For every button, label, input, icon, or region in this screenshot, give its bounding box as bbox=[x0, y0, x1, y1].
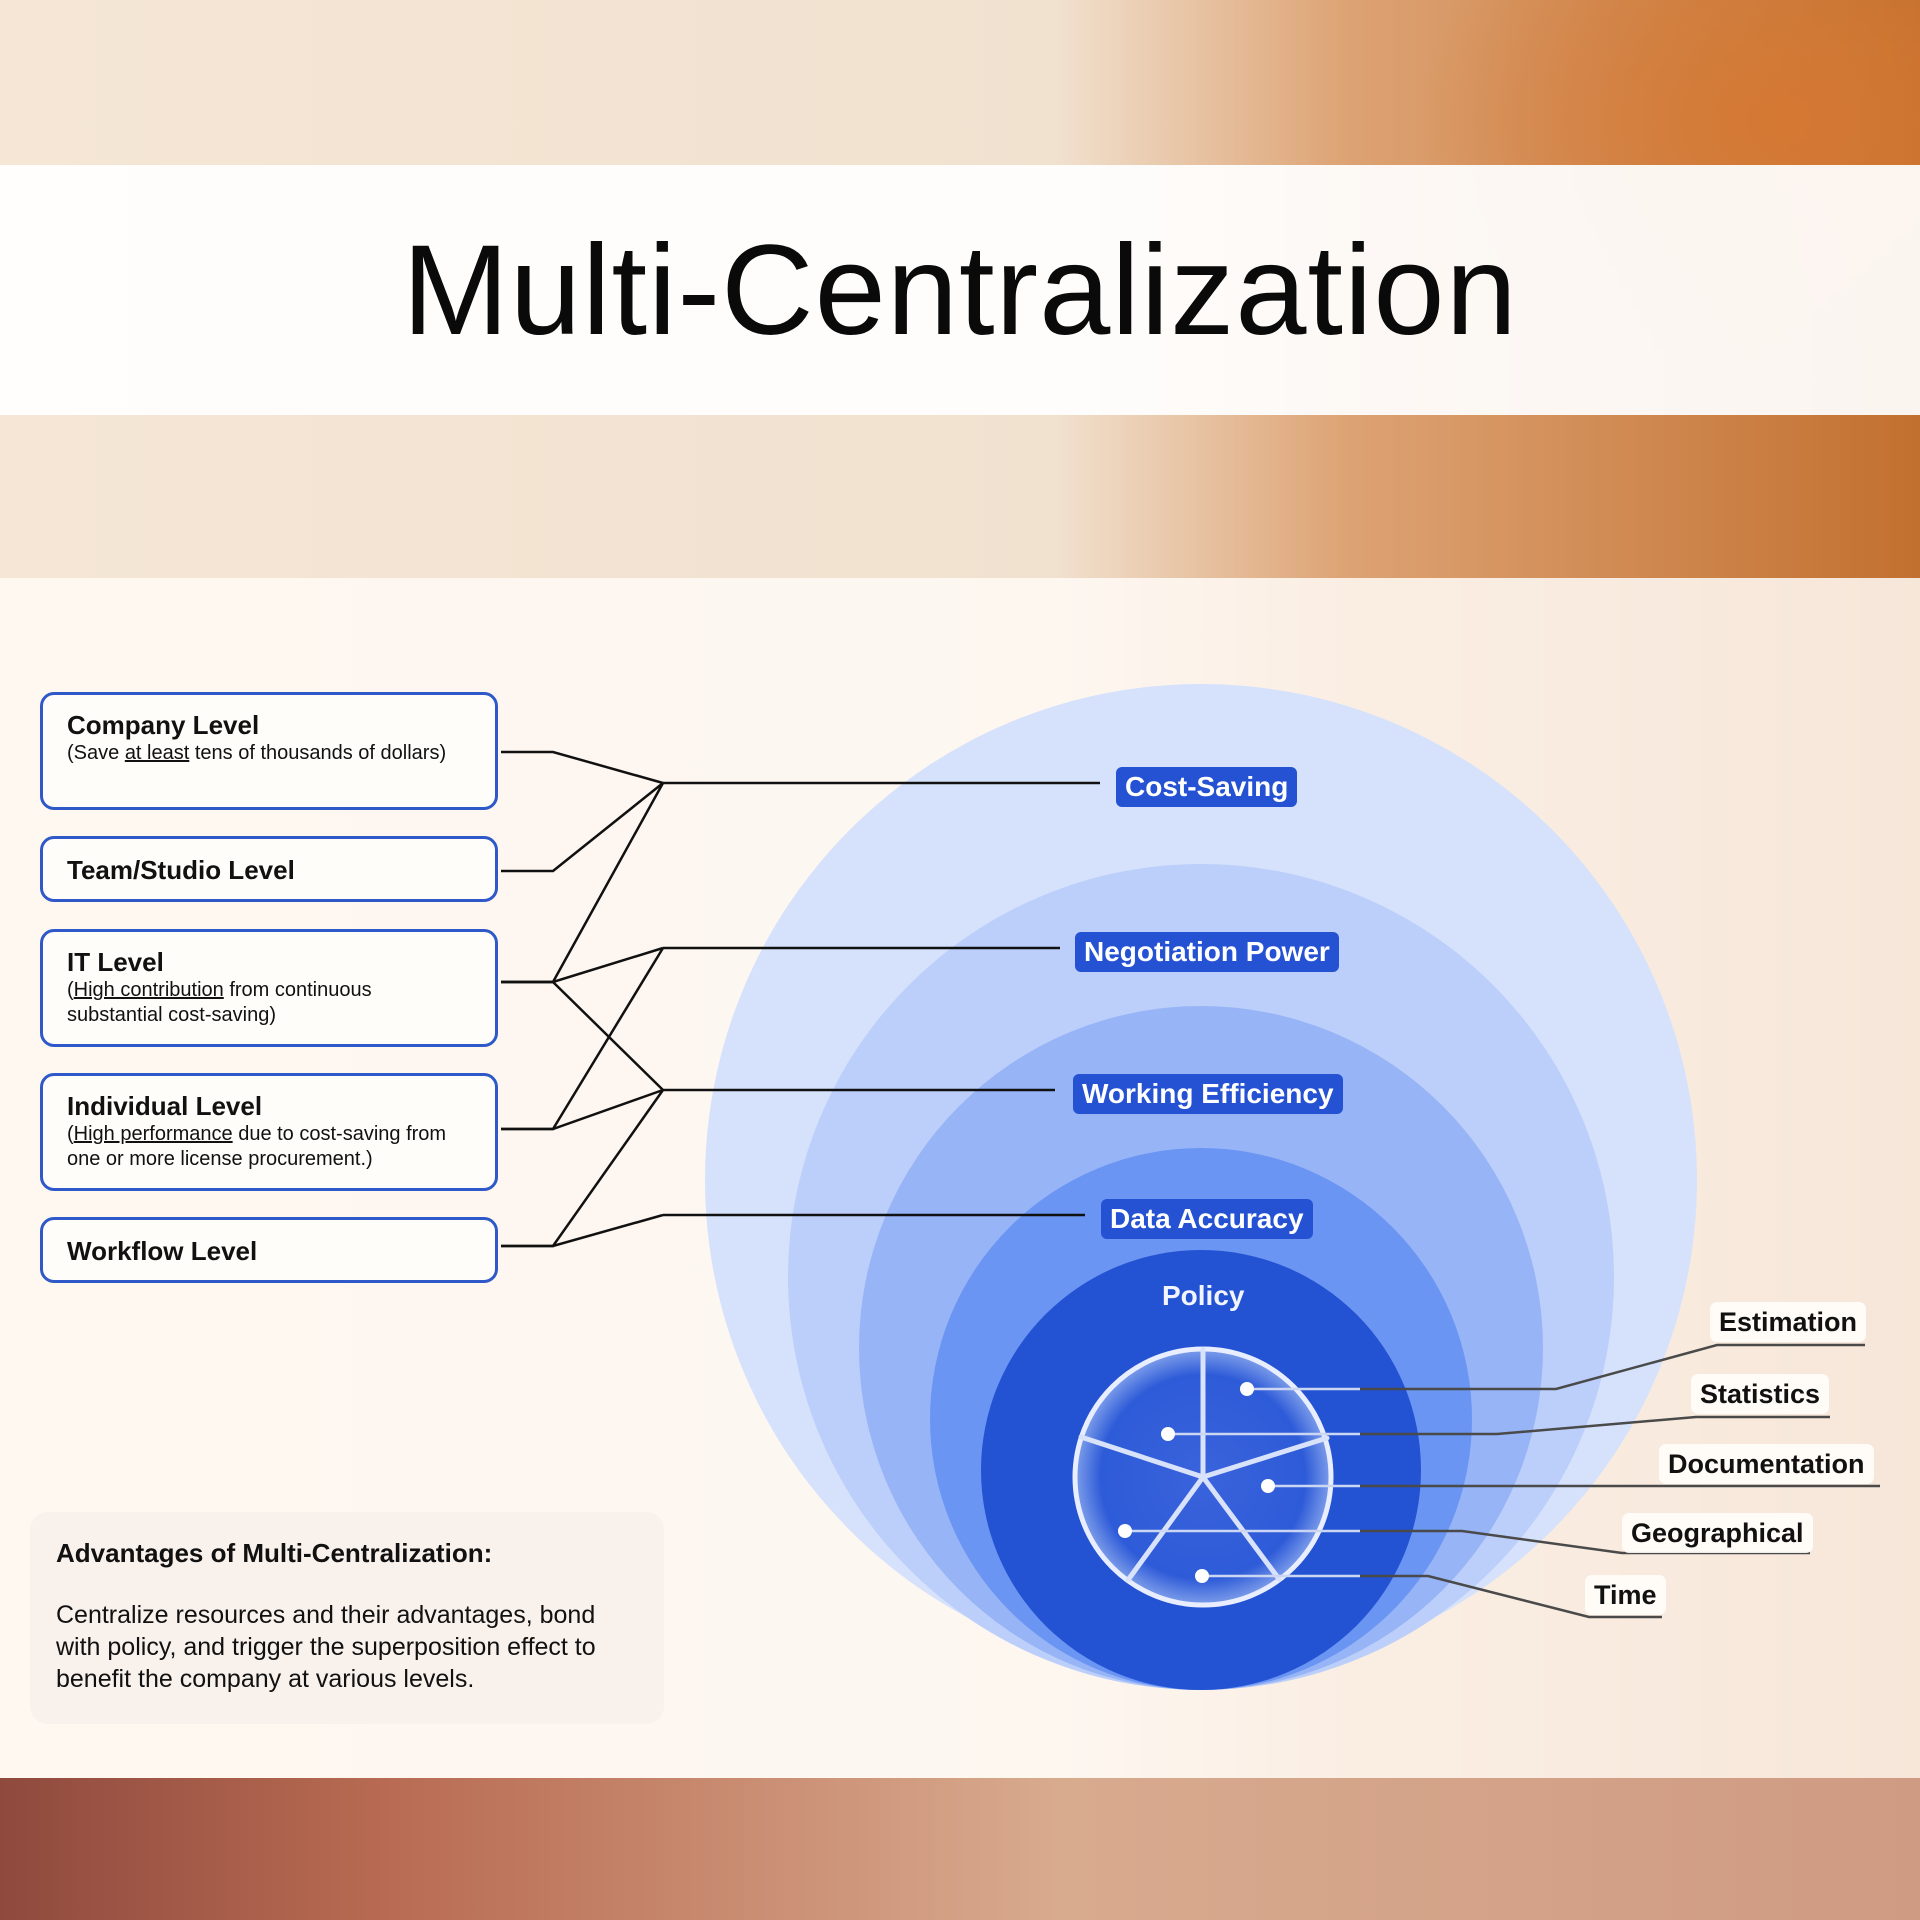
policy-label: Policy bbox=[1162, 1280, 1245, 1311]
level-box-individual: Individual Level (High performance due t… bbox=[40, 1073, 498, 1191]
level-box-it: IT Level (High contribution from continu… bbox=[40, 929, 498, 1047]
factor-estimation: Estimation bbox=[1710, 1302, 1867, 1342]
level-title: Workflow Level bbox=[67, 1236, 258, 1266]
page-title: Multi-Centralization bbox=[402, 218, 1518, 362]
level-desc: (Save at least tens of thousands of doll… bbox=[67, 742, 447, 764]
badge-negotiation-power: Negotiation Power bbox=[1075, 932, 1339, 972]
title-band: Multi-Centralization bbox=[0, 165, 1920, 415]
advantages-body: Centralize resources and their advantage… bbox=[56, 1601, 596, 1693]
level-title: IT Level bbox=[67, 947, 164, 977]
factor-time: Time bbox=[1585, 1575, 1666, 1615]
badge-data-accuracy: Data Accuracy bbox=[1101, 1199, 1313, 1239]
factor-geographical: Geographical bbox=[1622, 1513, 1813, 1553]
factor-dots bbox=[1118, 1382, 1275, 1583]
level-box-workflow: Workflow Level bbox=[40, 1217, 498, 1283]
policy-pie-chart bbox=[1072, 1346, 1334, 1608]
background-floor bbox=[0, 1778, 1920, 1920]
level-title: Company Level bbox=[67, 710, 260, 740]
factor-statistics: Statistics bbox=[1691, 1374, 1830, 1414]
factor-documentation: Documentation bbox=[1659, 1444, 1874, 1484]
level-box-team-studio: Team/Studio Level bbox=[40, 836, 498, 902]
level-desc: (High performance due to cost-saving fro… bbox=[67, 1123, 447, 1170]
level-connectors bbox=[501, 750, 1100, 1248]
level-desc: (High contribution from continuous subst… bbox=[67, 979, 372, 1026]
badge-cost-saving: Cost-Saving bbox=[1116, 767, 1298, 807]
level-box-company: Company Level (Save at least tens of tho… bbox=[40, 692, 498, 810]
factor-leaders bbox=[1125, 1343, 1880, 1619]
advantages-box: Advantages of Multi-Centralization: Cent… bbox=[30, 1512, 664, 1724]
level-title: Individual Level bbox=[67, 1091, 263, 1121]
badge-working-efficiency: Working Efficiency bbox=[1073, 1074, 1343, 1114]
level-title: Team/Studio Level bbox=[67, 855, 295, 885]
advantages-title: Advantages of Multi-Centralization: bbox=[56, 1538, 493, 1568]
